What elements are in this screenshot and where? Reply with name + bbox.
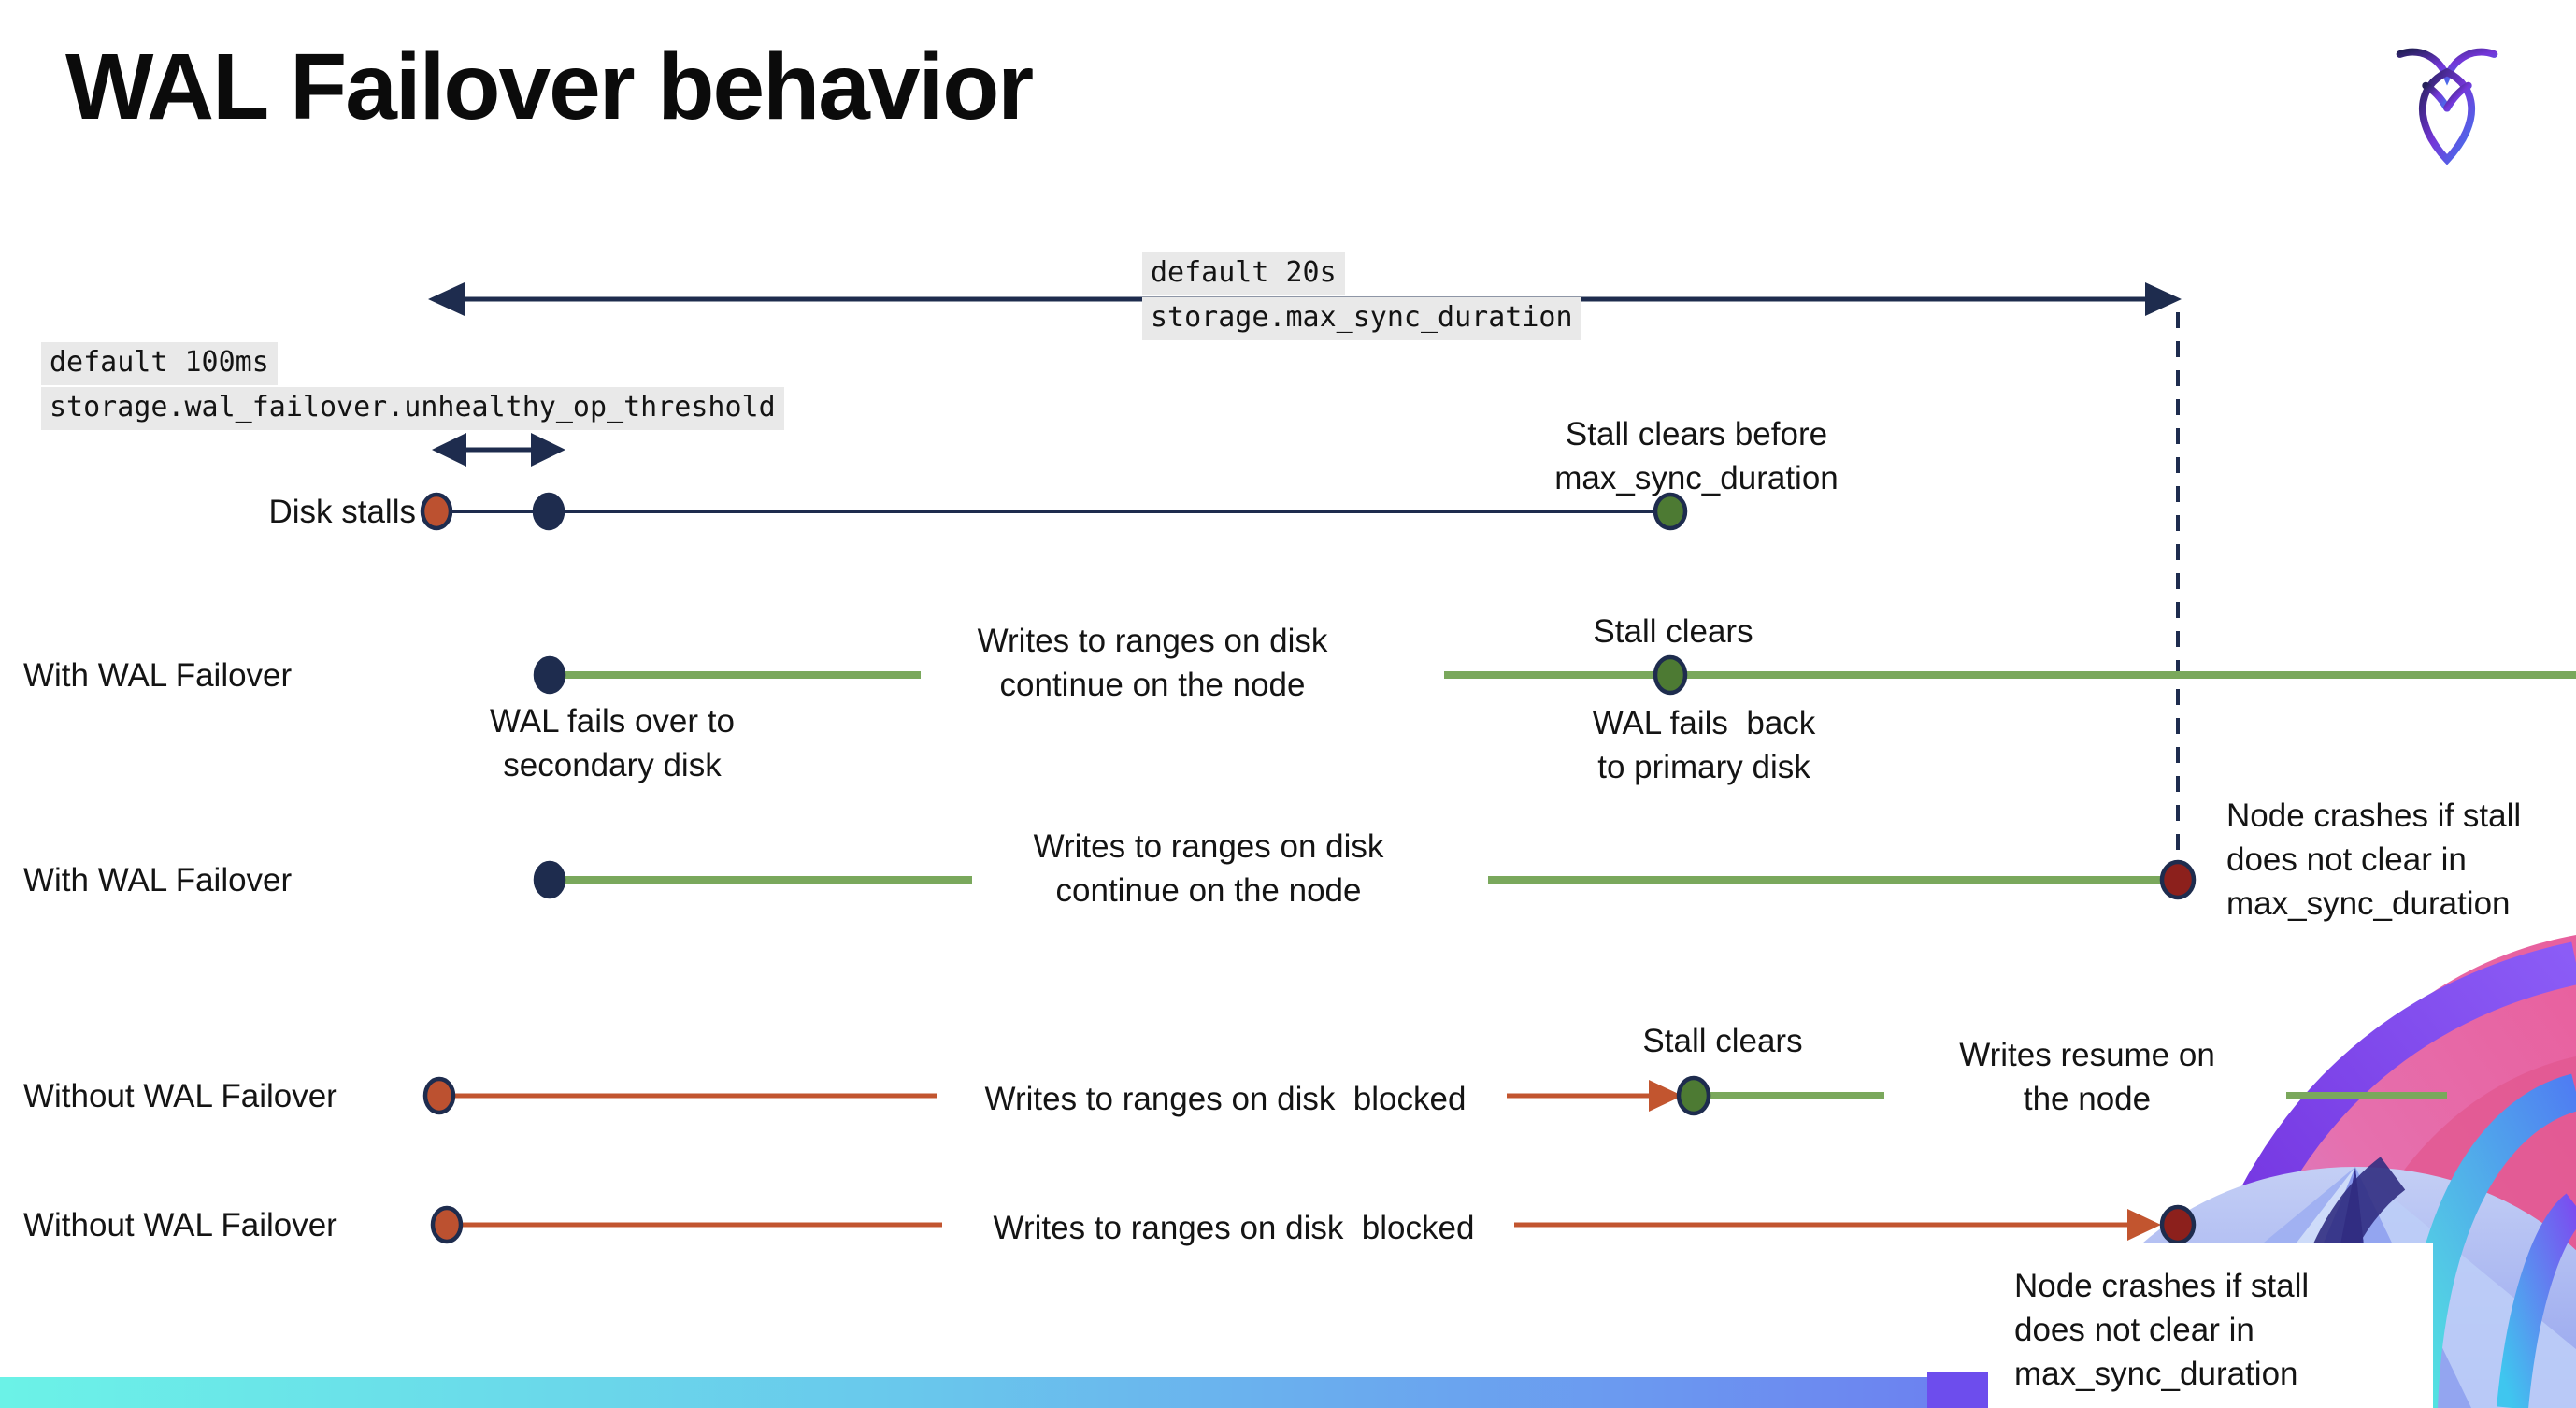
note-wal-fails-back: WAL fails back to primary disk [1592, 705, 1816, 785]
cockroach-logo-icon [2396, 48, 2498, 165]
note-node-crashes-1: Node crashes if stall does not clear in … [2226, 797, 2522, 922]
row-label-with-wal-failover-2: With WAL Failover [23, 862, 293, 898]
note-writes-continue-2: Writes to ranges on disk continue on the… [1033, 828, 1384, 909]
setting-default-value: default 20s [1142, 252, 1345, 295]
disk-stalls-threshold-dot [532, 492, 565, 531]
note-node-crashes-2: Node crashes if stall does not clear in … [2014, 1268, 2310, 1392]
setting-name: storage.wal_failover.unhealthy_op_thresh… [41, 387, 784, 430]
with-wal-failover-2-timeline [533, 859, 2197, 900]
note-writes-continue-1: Writes to ranges on disk continue on the… [977, 623, 1328, 703]
unhealthy-op-threshold-arrow [432, 433, 565, 467]
row-label-disk-stalls: Disk stalls [268, 494, 416, 530]
disk-stalls-timeline [420, 492, 1688, 531]
disk-stalls-start-dot [420, 492, 453, 531]
unhealthy-op-threshold-setting-label: default 100ms storage.wal_failover.unhea… [41, 342, 784, 432]
note-wal-fails-over: WAL fails over to secondary disk [490, 703, 735, 783]
failover1-failback-dot [1653, 654, 1688, 696]
row-label-with-wal-failover-1: With WAL Failover [23, 657, 293, 694]
row-label-without-wal-failover-2: Without WAL Failover [23, 1207, 337, 1243]
page-title: WAL Failover behavior [65, 35, 1034, 139]
nofailover2-crash-dot [2159, 1204, 2197, 1245]
note-stall-clears-2: Stall clears [1642, 1023, 1803, 1059]
without-wal-failover-1-timeline [422, 1075, 2447, 1116]
nofailover1-clear-dot [1676, 1075, 1711, 1116]
note-writes-blocked-2: Writes to ranges on disk blocked [993, 1210, 1475, 1246]
crash-arrowhead [2127, 1209, 2161, 1241]
without-wal-failover-2-timeline [430, 1204, 2197, 1245]
stall-clear-arrowhead [1649, 1080, 1682, 1112]
setting-name: storage.max_sync_duration [1142, 297, 1581, 340]
note-stall-clears-1: Stall clears [1593, 613, 1753, 650]
max-sync-duration-setting-label: default 20s storage.max_sync_duration [1142, 252, 1581, 342]
setting-default-value: default 100ms [41, 342, 278, 385]
nofailover1-start-dot [422, 1076, 456, 1115]
failover2-crash-dot [2159, 859, 2197, 900]
note-writes-blocked-1: Writes to ranges on disk blocked [984, 1081, 1467, 1117]
with-wal-failover-1-timeline [533, 654, 2576, 696]
note-stall-clears-before: Stall clears before max_sync_duration [1554, 416, 1839, 496]
row-label-without-wal-failover-1: Without WAL Failover [23, 1078, 337, 1114]
nofailover2-start-dot [430, 1205, 464, 1244]
note-writes-resume: Writes resume on the node [1959, 1037, 2215, 1117]
disk-stalls-clear-dot [1653, 492, 1688, 531]
crash-caption-box [1988, 1243, 2433, 1408]
failover1-start-dot [533, 655, 566, 695]
failover2-start-dot [533, 860, 566, 899]
